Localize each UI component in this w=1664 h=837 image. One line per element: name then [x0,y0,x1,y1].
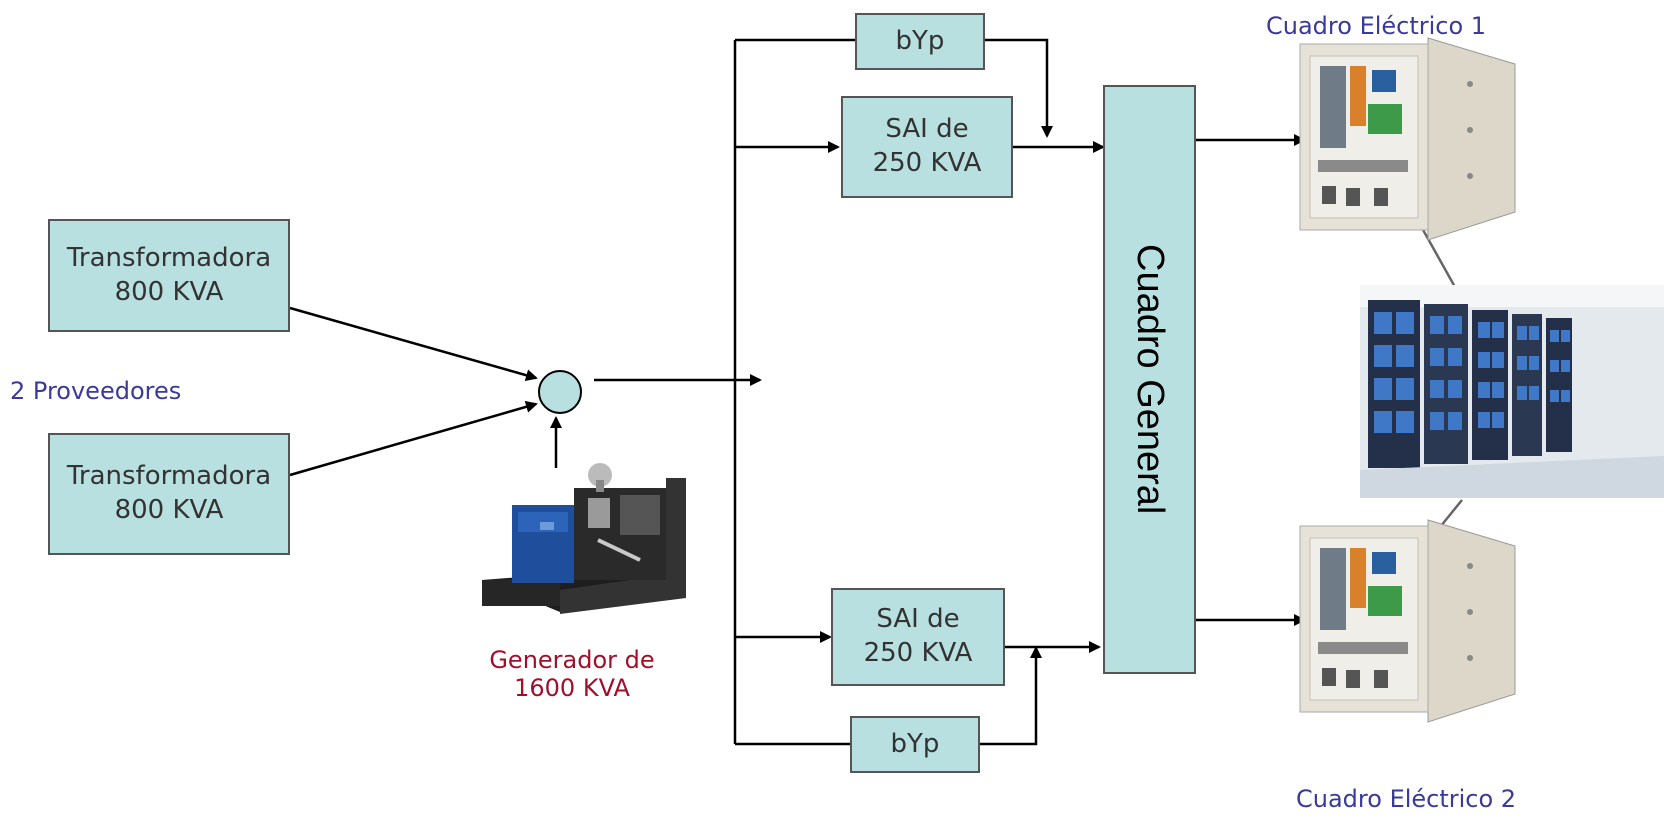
main-panel-box: Cuadro General [1103,85,1196,674]
panel-1-label: Cuadro Eléctrico 1 [1266,12,1487,40]
bypass-box-bottom: bYp [850,716,980,773]
electrical-cabinet-2-image [1299,519,1516,723]
main-panel-label: Cuadro General [1129,244,1172,515]
junction-node [538,370,582,414]
ups-top-rating: 250 KVA [872,148,982,178]
transformer-box-2: Transformadora 800 KVA [48,433,290,555]
server-racks-image [1360,285,1664,498]
transformer-1-name: Transformadora [66,242,272,273]
generator-image [482,463,686,614]
providers-label: 2 Proveedores [10,377,182,405]
transformer-box-1: Transformadora 800 KVA [48,219,290,332]
ups-top-name: SAI de [885,114,969,145]
ups-box-bottom: SAI de 250 KVA [831,588,1005,686]
line-t2-junction [289,401,538,477]
electrical-cabinet-1-image [1299,37,1516,241]
ups-bottom-name: SAI de [876,604,960,635]
generator-label-line2: 1600 KVA [514,674,630,702]
line-t1-junction [289,306,538,382]
transformer-2-rating: 800 KVA [114,495,224,525]
generator-label: Generador de 1600 KVA [466,646,678,702]
generator-label-line1: Generador de [489,646,655,674]
transformer-2-name: Transformadora [66,461,272,492]
transformer-1-rating: 800 KVA [114,276,224,307]
bypass-box-top: bYp [855,13,985,70]
ups-box-top: SAI de 250 KVA [841,96,1013,198]
ups-bottom-rating: 250 KVA [863,638,973,668]
panel-2-label: Cuadro Eléctrico 2 [1296,785,1517,813]
